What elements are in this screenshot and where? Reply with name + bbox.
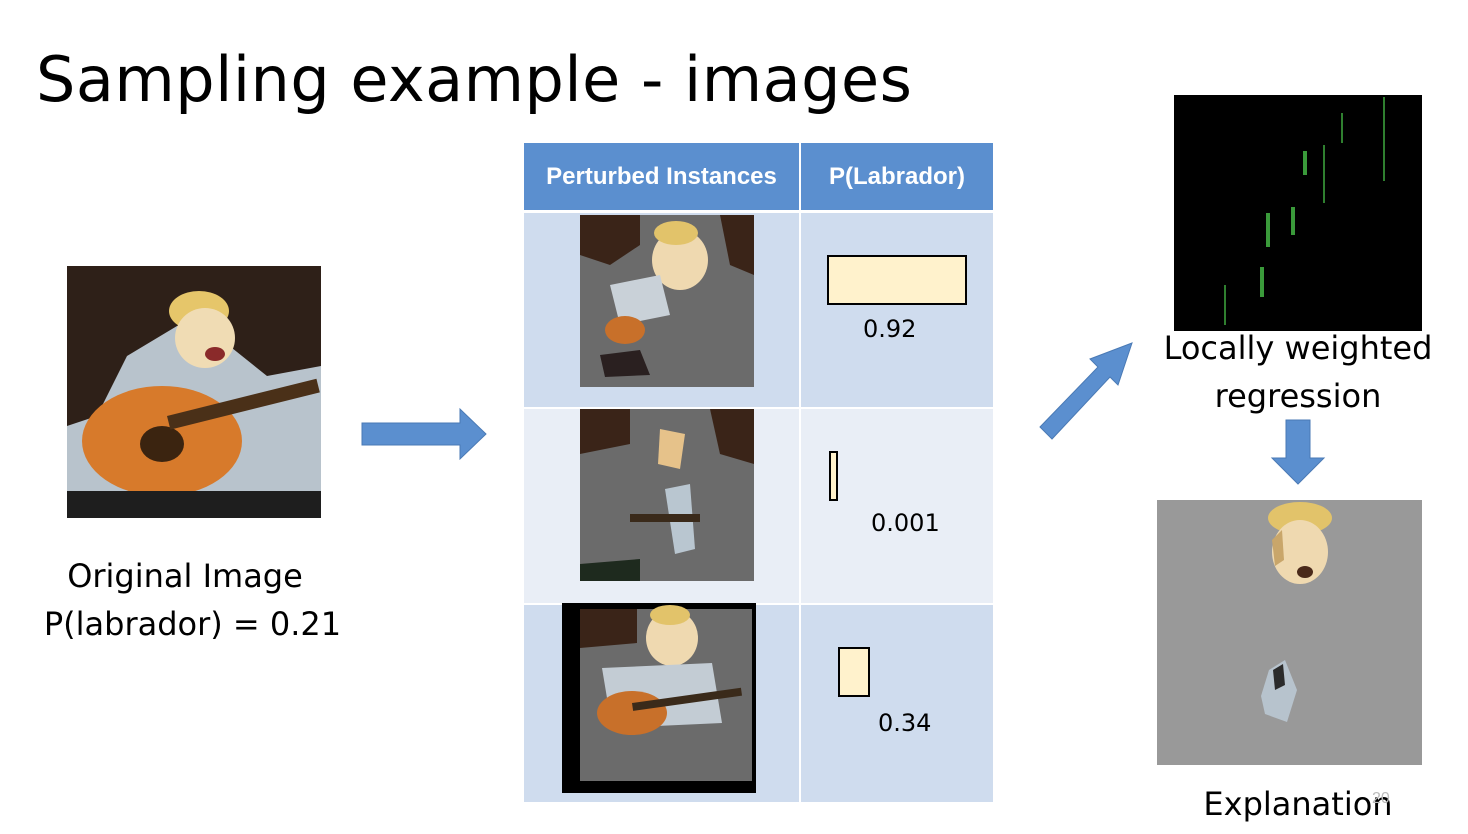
page-number: 20 bbox=[1372, 790, 1390, 807]
table-row bbox=[524, 603, 799, 802]
regression-caption-line1: Locally weighted bbox=[1163, 329, 1433, 367]
original-caption-line2: P(labrador) = 0.21 bbox=[43, 605, 342, 643]
header-probability: P(Labrador) bbox=[801, 143, 993, 210]
original-image bbox=[67, 266, 321, 518]
probability-bar bbox=[827, 255, 967, 305]
perturbed-instances-table: Perturbed Instances P(Labrador) 0.92 bbox=[524, 143, 993, 802]
down-arrow-icon bbox=[1270, 419, 1326, 485]
header-perturbed-instances: Perturbed Instances bbox=[524, 143, 799, 210]
regression-plot bbox=[1174, 95, 1422, 331]
probability-bar bbox=[829, 451, 838, 501]
explanation-image bbox=[1157, 500, 1422, 765]
probability-value: 0.92 bbox=[863, 315, 917, 343]
regression-caption-line2: regression bbox=[1214, 377, 1382, 415]
diagonal-arrow-icon bbox=[1039, 342, 1133, 440]
perturbed-image bbox=[580, 215, 754, 387]
perturbed-image bbox=[580, 409, 754, 581]
probability-bar bbox=[838, 647, 870, 697]
slide-title: Sampling example - images bbox=[36, 43, 913, 116]
perturbed-image bbox=[562, 603, 756, 793]
table-row bbox=[524, 409, 799, 603]
probability-value: 0.34 bbox=[878, 709, 932, 737]
table-row: 0.92 bbox=[801, 213, 993, 407]
right-arrow-icon bbox=[361, 407, 487, 461]
explanation-caption: Explanation bbox=[1203, 785, 1393, 823]
original-caption-line1: Original Image bbox=[67, 557, 303, 595]
table-row: 0.34 bbox=[801, 605, 993, 802]
table-row: 0.001 bbox=[801, 409, 993, 603]
table-row bbox=[524, 213, 799, 407]
probability-value: 0.001 bbox=[871, 509, 940, 537]
